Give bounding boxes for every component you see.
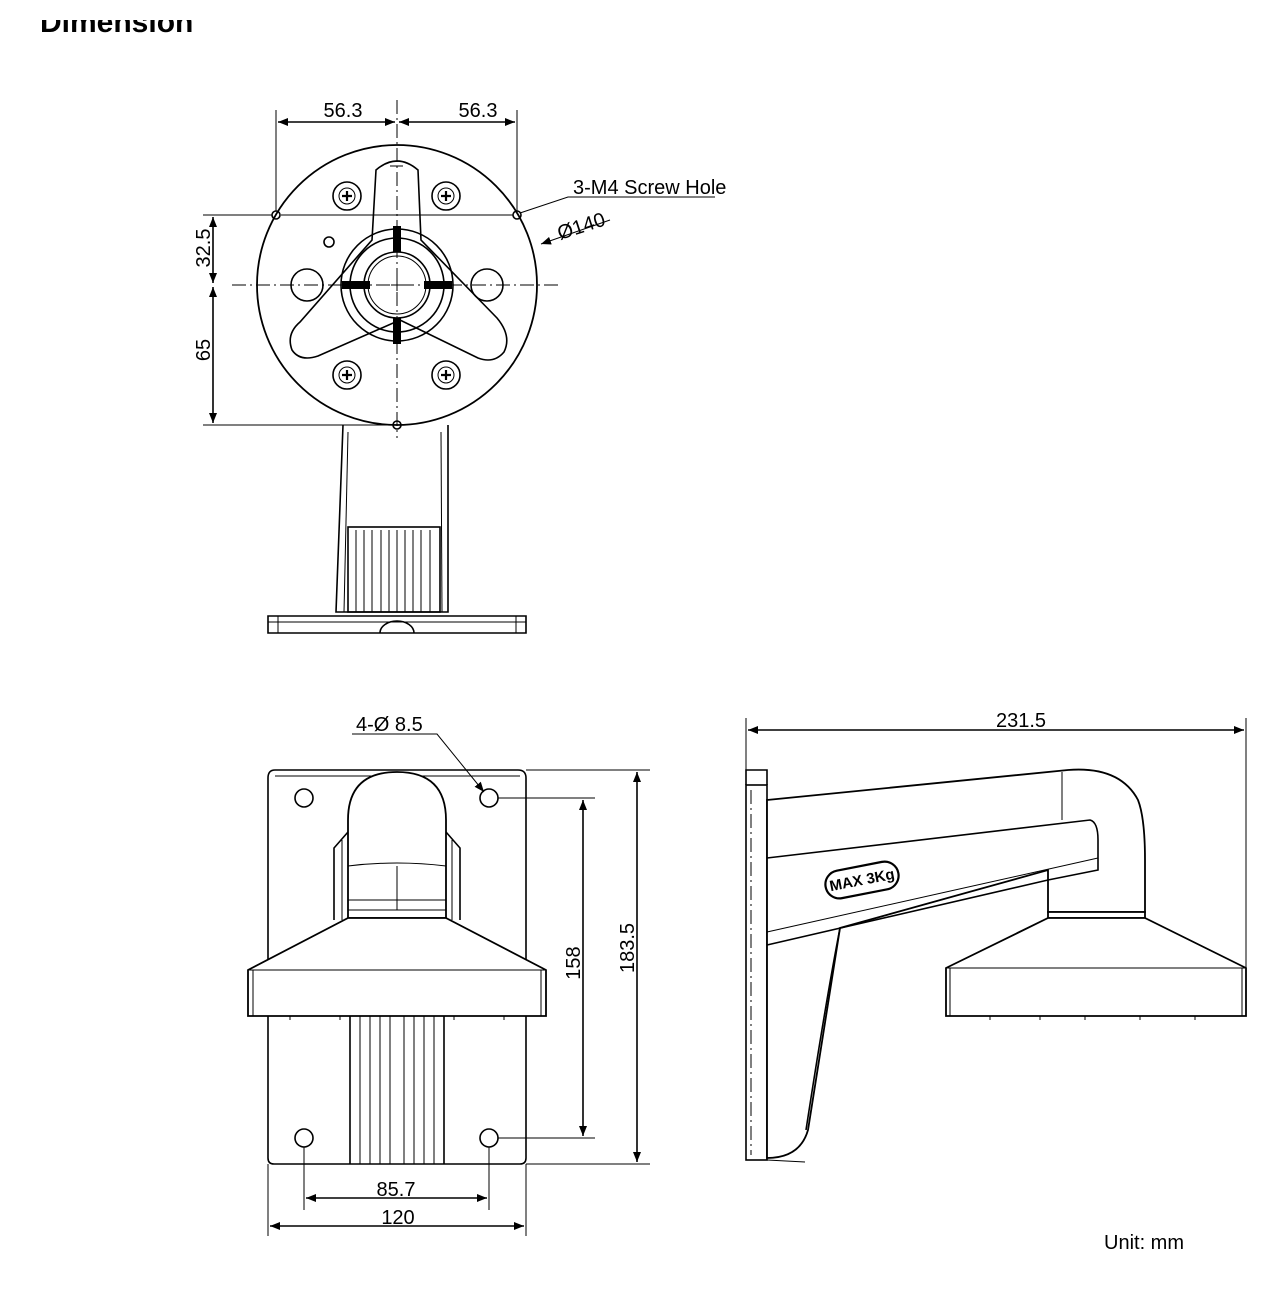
dim-total-length: 231.5 (996, 710, 1046, 732)
top-view: 56.3 56.3 32.5 65 3-M4 Screw Hole Ø140 (193, 100, 726, 634)
front-view-wall-plate (267, 769, 527, 1165)
front-view-mount-hole (294, 788, 314, 808)
top-view-base-bump (379, 620, 415, 634)
front-view-ribs (349, 1016, 445, 1164)
front-view-mount-hole (479, 1128, 499, 1148)
screw-hole-leader (519, 196, 715, 214)
hole-label: 4-Ø 8.5 (356, 714, 423, 736)
dim-left-horizontal: 56.3 (324, 100, 363, 122)
dim-vertical-upper: 32.5 (193, 229, 215, 268)
hole-label-leader (352, 733, 485, 793)
screw-hole-label: 3-M4 Screw Hole (573, 177, 726, 199)
diameter-label: Ø140 (555, 209, 608, 245)
front-view-arm-sides (333, 831, 461, 920)
dim-right-horizontal: 56.3 (459, 100, 498, 122)
front-view: 158 183.5 85.7 120 4-Ø 8.5 (247, 714, 650, 1236)
top-view-y-recess (289, 160, 508, 361)
dim-vertical-lower: 65 (193, 339, 215, 361)
top-view-screws (332, 181, 461, 390)
side-view-arm-rib (766, 819, 1099, 946)
dim-hole-spacing-vertical: 158 (563, 946, 585, 979)
side-view-housing (945, 917, 1247, 1017)
dim-total-width: 120 (381, 1207, 414, 1229)
front-view-arm-elbow (347, 771, 447, 919)
page-heading: Dimension (40, 20, 194, 39)
front-view-mount-hole (479, 788, 499, 808)
unit-note: Unit: mm (1104, 1232, 1184, 1254)
top-view-ribs (347, 526, 441, 613)
top-view-arm (335, 424, 449, 613)
dim-hole-spacing-horizontal: 85.7 (377, 1179, 416, 1201)
front-view-mount-hole (294, 1128, 314, 1148)
side-view: MAX 3Kg 231.5 (745, 710, 1247, 1163)
top-view-small-hole (323, 236, 335, 248)
front-view-housing-adapter (247, 917, 547, 1017)
top-view-base (267, 615, 527, 634)
side-view-wall-plate (745, 784, 768, 1161)
dim-total-height: 183.5 (617, 923, 639, 973)
diameter-leader (540, 219, 611, 245)
